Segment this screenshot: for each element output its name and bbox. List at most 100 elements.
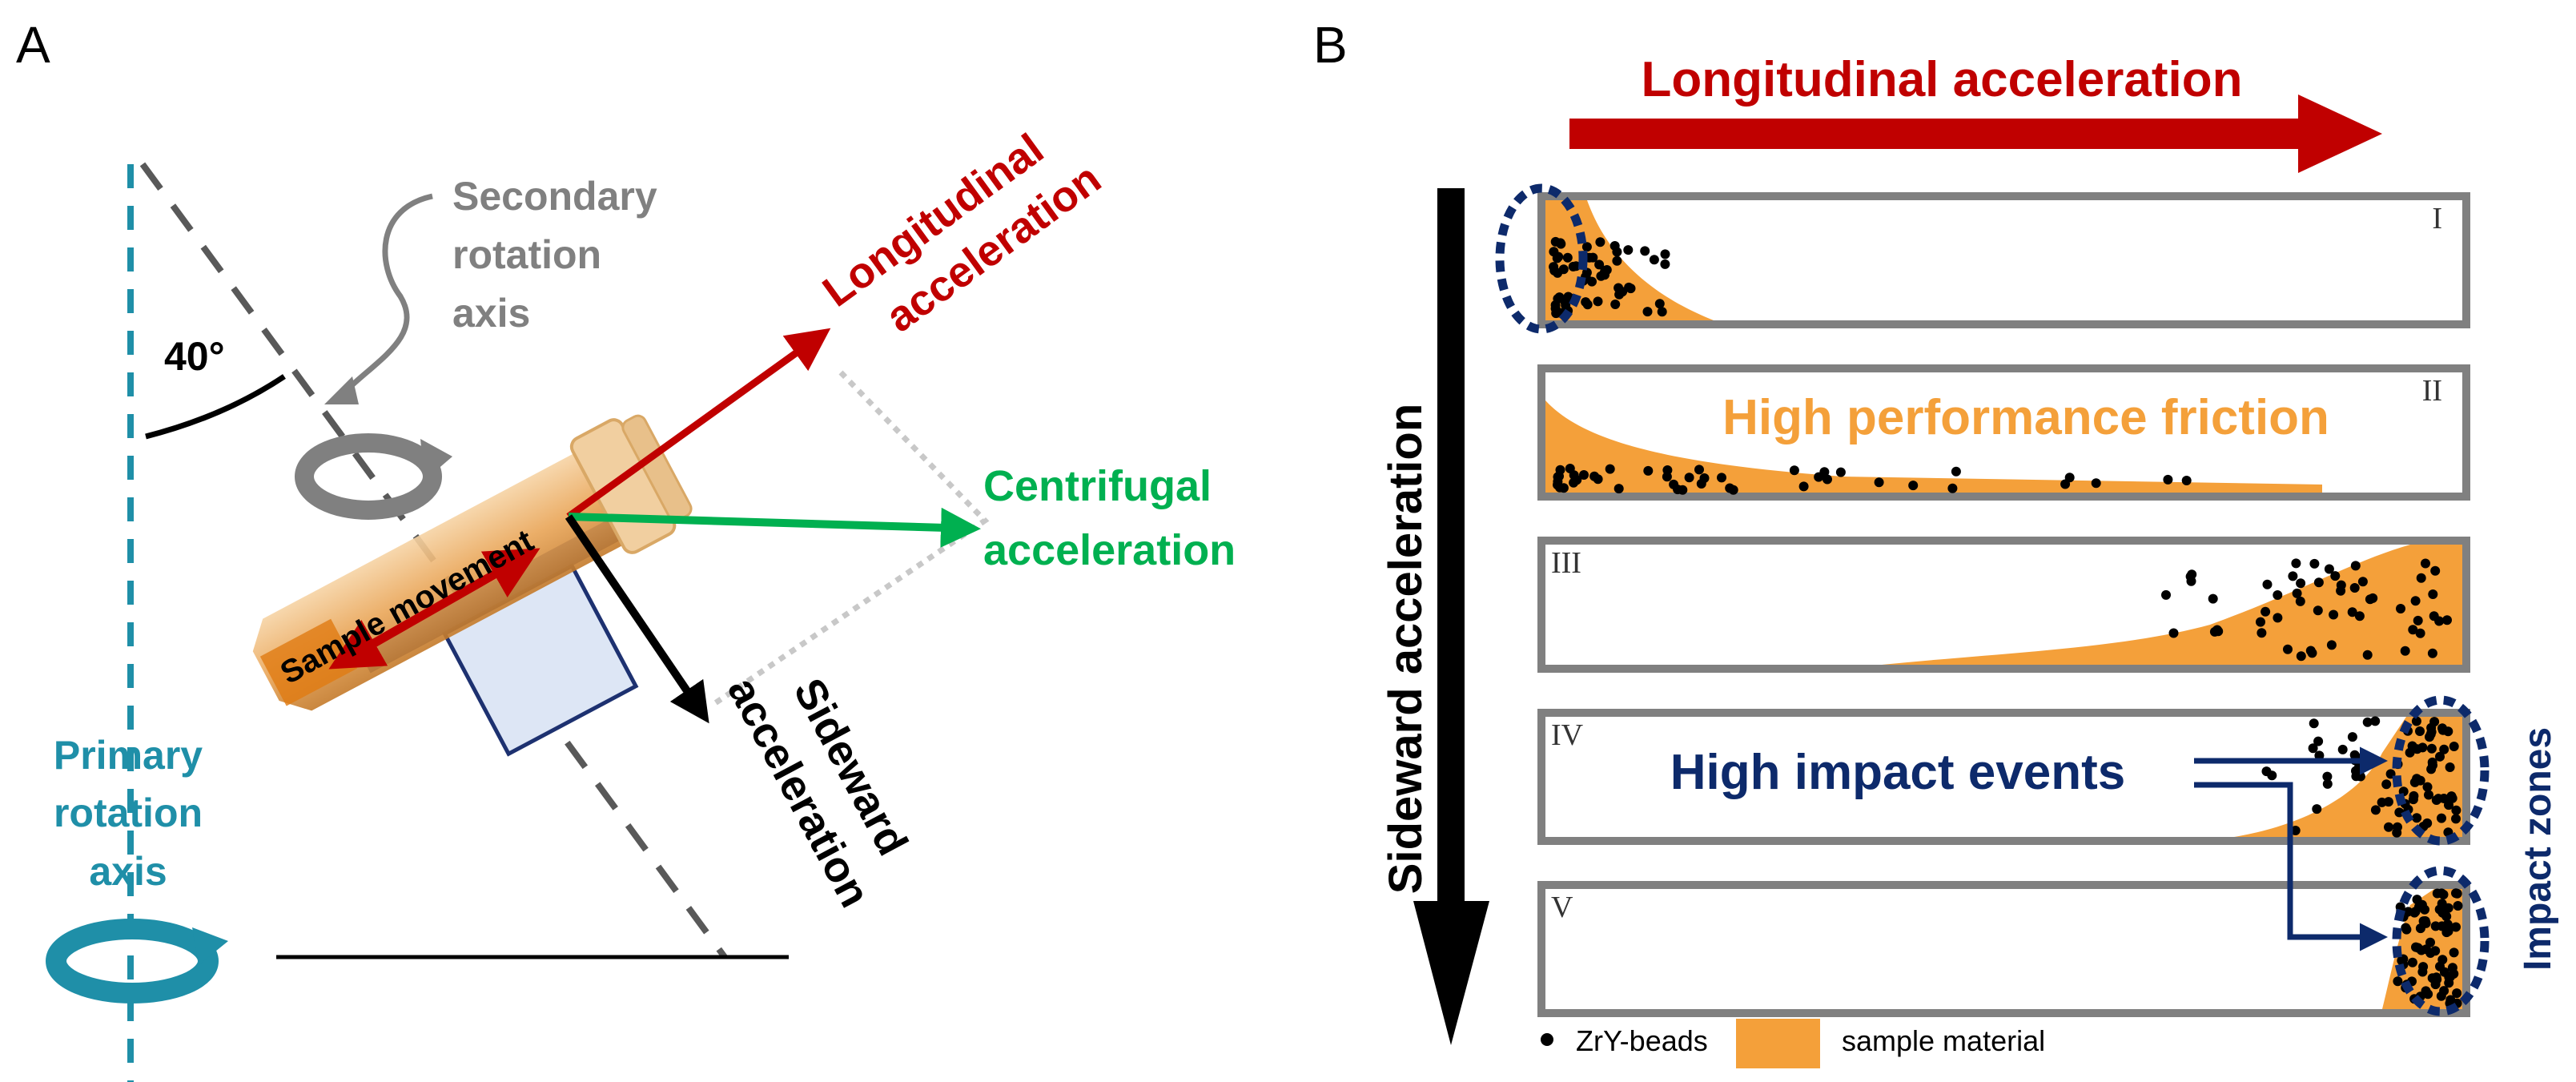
bead: [2308, 743, 2318, 754]
bead: [2349, 583, 2360, 593]
bead: [1717, 473, 1726, 483]
impact-zone-marker: [2392, 695, 2490, 846]
bead: [2428, 589, 2438, 599]
bead: [2451, 814, 2461, 824]
bead: [2261, 606, 2271, 617]
bead: [2257, 628, 2267, 638]
bead: [2452, 888, 2462, 899]
legend-sample-label: sample material: [1842, 1024, 2045, 1057]
bead: [2430, 921, 2441, 931]
bead: [2383, 797, 2393, 807]
bead: [2437, 899, 2447, 909]
bead: [1678, 485, 1688, 495]
bead: [2322, 771, 2333, 782]
bead: [2309, 558, 2320, 569]
bead: [2441, 927, 2452, 938]
panel-a-letter: A: [16, 16, 50, 74]
bead: [1579, 470, 1589, 480]
sideward-arrow-head: [1413, 901, 1489, 1045]
stage-box: [1537, 192, 2470, 328]
panel-a: A 40° Secondary rotation axis Primary: [16, 16, 1236, 1082]
bead: [2347, 732, 2357, 742]
bead: [2423, 989, 2433, 1000]
bead: [2447, 793, 2457, 803]
bead-cluster: [2161, 558, 2452, 662]
bead: [2424, 790, 2433, 800]
bead: [2434, 616, 2445, 626]
bead: [1684, 473, 1694, 483]
bead: [2426, 743, 2437, 754]
bead: [1549, 247, 1559, 257]
bead: [2425, 729, 2436, 739]
bead: [2429, 717, 2440, 727]
bead: [1582, 300, 1593, 310]
bead: [2168, 628, 2179, 638]
bead: [2368, 593, 2378, 603]
bead: [2337, 744, 2348, 754]
bead: [2415, 726, 2425, 736]
bead: [2273, 613, 2283, 623]
bead: [1951, 466, 1961, 477]
impact-zone-marker: [2392, 866, 2490, 1016]
construction-lines: [711, 370, 990, 707]
bead: [2440, 906, 2450, 916]
longitudinal-acceleration-arrow: [566, 328, 831, 520]
longitudinal-arrow-head: [2298, 95, 2382, 173]
stage-numeral: I: [2432, 202, 2442, 235]
bead: [1660, 259, 1670, 269]
bead: [2439, 967, 2449, 977]
bead: [2430, 979, 2441, 990]
bead: [2288, 571, 2298, 581]
stage-numeral: IV: [1551, 718, 1584, 752]
bead: [2060, 479, 2071, 489]
stage-5: V: [1537, 866, 2490, 1017]
bead: [1643, 465, 1654, 476]
bead: [1581, 267, 1592, 278]
bead: [2451, 922, 2461, 932]
bead: [2408, 625, 2418, 635]
primary-axis-label-line1: Primary: [54, 733, 203, 778]
bead: [2407, 957, 2417, 967]
bead: [2449, 947, 2459, 958]
bead: [2449, 742, 2459, 751]
bead: [2396, 604, 2405, 613]
bead: [2336, 585, 2346, 596]
bead: [1594, 259, 1605, 270]
centrifugal-label: Centrifugal acceleration: [983, 462, 1236, 574]
stage-4: IV High impact events: [1537, 695, 2490, 846]
stage-numeral: II: [2422, 374, 2442, 408]
bead: [1549, 262, 1559, 272]
secondary-axis-label-line2: rotation: [452, 232, 601, 277]
bead: [2412, 895, 2422, 905]
bead: [2295, 596, 2305, 606]
bead: [2413, 615, 2423, 625]
secondary-axis-label-line3: axis: [452, 291, 530, 336]
bead: [2292, 588, 2302, 598]
longitudinal-arrow-shaft: [1569, 119, 2306, 149]
bead: [2401, 923, 2411, 933]
bead: [1699, 473, 1710, 483]
bead: [2314, 750, 2325, 761]
bead: [2181, 476, 2192, 485]
bead: [2442, 615, 2452, 625]
bead: [2418, 962, 2429, 972]
bead: [2261, 766, 2272, 777]
bead: [2400, 646, 2410, 656]
bead: [2414, 902, 2424, 912]
sample-material-fill: [1882, 545, 2462, 665]
bead: [2305, 646, 2316, 656]
bead: [1618, 287, 1628, 297]
legend: ZrY-beads sample material: [1541, 1019, 2045, 1068]
bead: [2410, 596, 2421, 606]
bead: [2409, 777, 2420, 787]
bead: [1553, 472, 1563, 482]
angle-label: 40°: [164, 334, 225, 379]
bead: [2445, 762, 2455, 772]
bead: [1947, 483, 1958, 493]
stage-numeral: V: [1551, 891, 1573, 924]
sideward-label: Sideward acceleration: [718, 670, 917, 915]
bead: [1654, 299, 1665, 309]
bead: [1728, 485, 1738, 495]
bead: [2449, 968, 2459, 979]
